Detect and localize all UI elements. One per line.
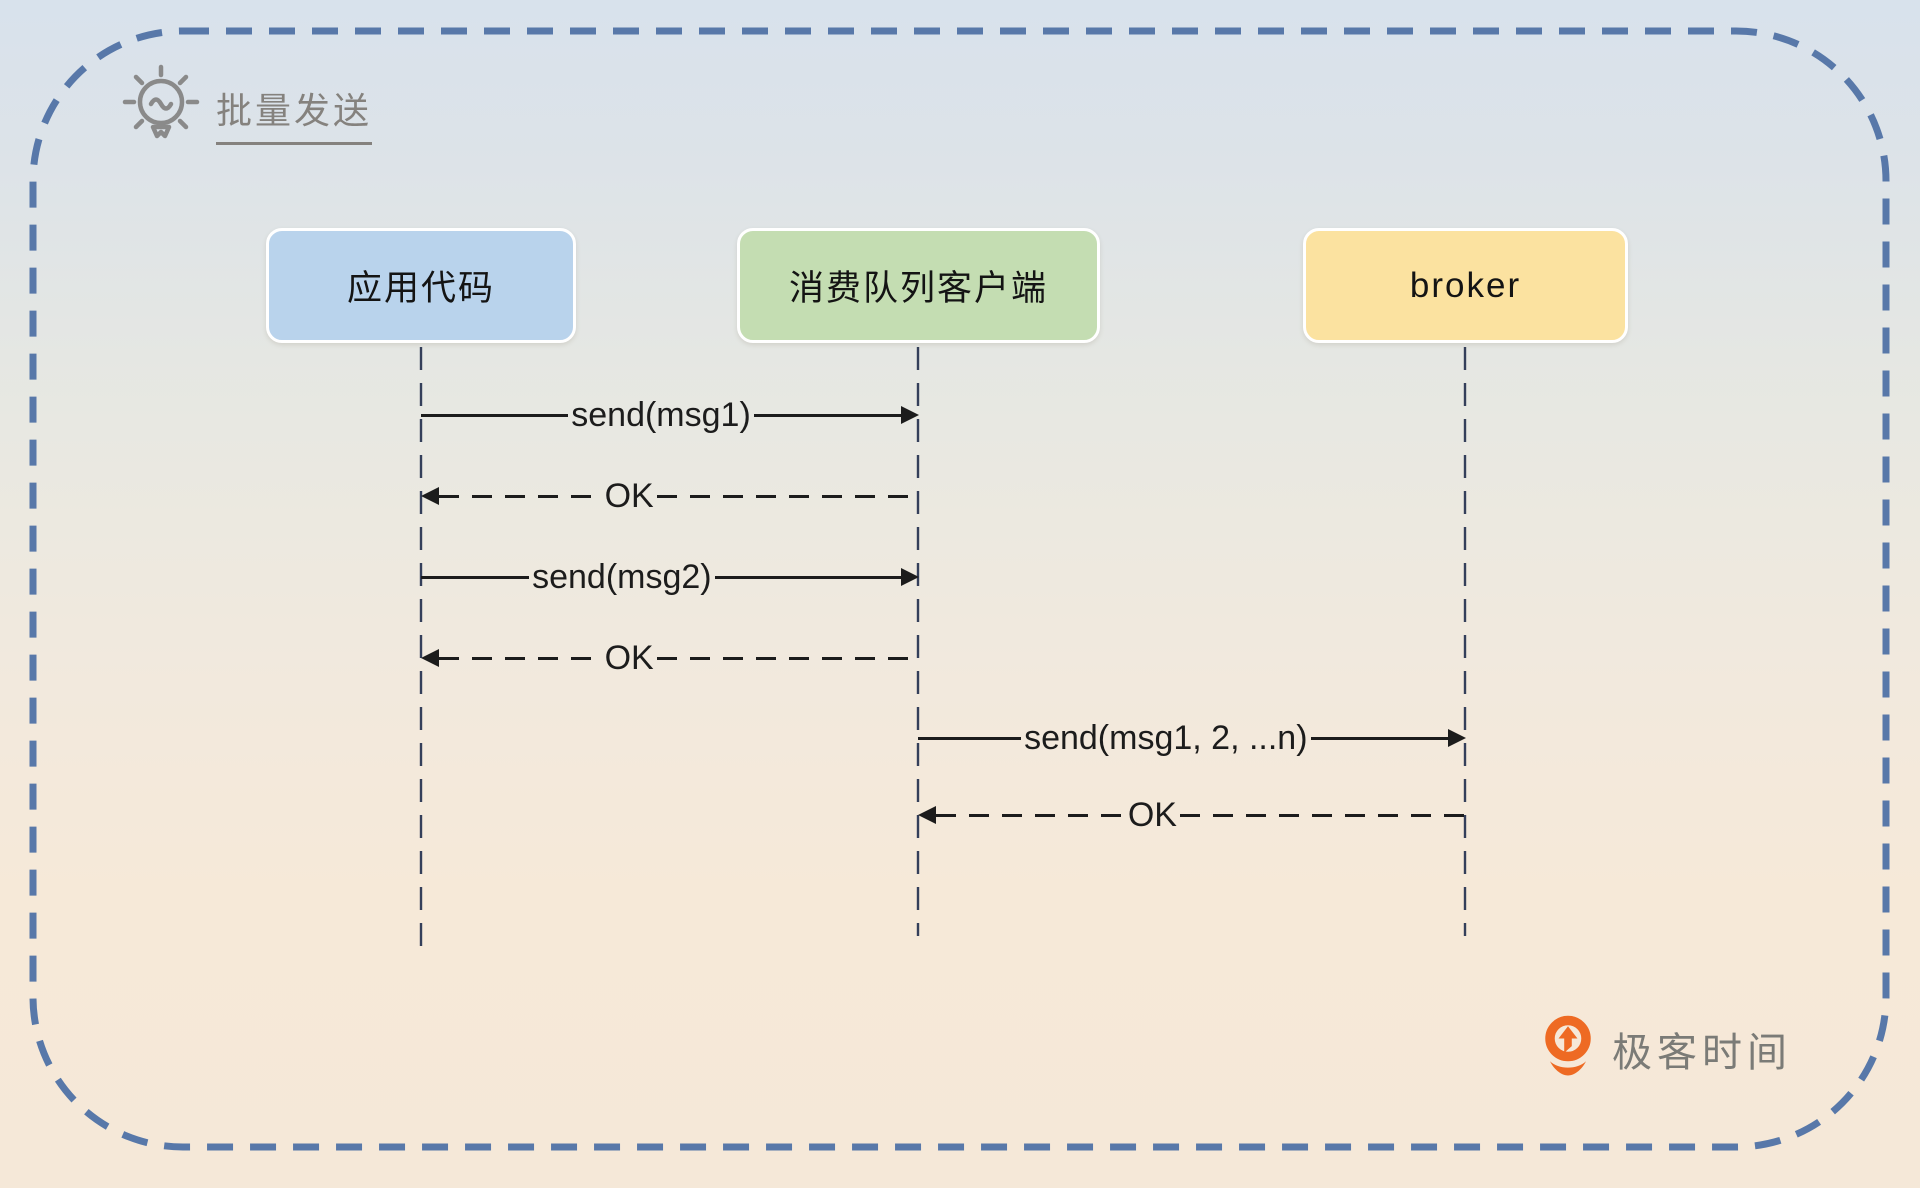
arrowhead-left-icon xyxy=(421,649,439,667)
message-label: send(msg1, 2, ...n) xyxy=(1024,719,1308,757)
message-ok-2: OK xyxy=(421,636,919,680)
message-label: OK xyxy=(1127,796,1177,834)
actor-label-broker: broker xyxy=(1409,265,1522,305)
message-line xyxy=(439,494,602,498)
diagram-title: 批量发送 xyxy=(216,82,373,145)
message-send-msg1: send(msg1) xyxy=(421,393,920,437)
message-line xyxy=(421,575,530,579)
actor-label-app: 应用代码 xyxy=(346,269,495,308)
brand-geektime: 极客时间 xyxy=(1538,1012,1792,1084)
message-label: OK xyxy=(604,477,654,515)
geektime-logo-icon xyxy=(1545,1015,1591,1076)
message-ok-1: OK xyxy=(421,474,919,518)
message-line xyxy=(421,413,569,417)
outer-dashed-border xyxy=(29,27,1890,1151)
message-line xyxy=(656,494,919,498)
message-label: send(msg2) xyxy=(532,558,712,596)
actor-box-client: 消费队列客户端 xyxy=(737,228,1100,343)
message-line xyxy=(656,656,919,660)
message-line xyxy=(439,656,602,660)
message-send-msg2: send(msg2) xyxy=(421,555,919,599)
arrowhead-right-icon xyxy=(901,406,920,424)
message-ok-3: OK xyxy=(918,793,1466,837)
message-send-batch: send(msg1, 2, ...n) xyxy=(918,716,1466,760)
message-line xyxy=(753,413,902,417)
actor-box-app: 应用代码 xyxy=(266,228,576,343)
arrowhead-right-icon xyxy=(1448,729,1466,747)
message-label: send(msg1) xyxy=(571,396,751,434)
message-line xyxy=(714,575,901,579)
message-line xyxy=(1179,813,1466,817)
arrowhead-left-icon xyxy=(918,806,936,824)
arrowhead-right-icon xyxy=(901,568,919,586)
brand-text: 极客时间 xyxy=(1612,1031,1792,1075)
message-line xyxy=(936,813,1125,817)
lightbulb-icon xyxy=(122,64,200,139)
message-line xyxy=(918,736,1022,740)
message-line xyxy=(1310,736,1448,740)
arrowhead-left-icon xyxy=(421,487,439,505)
message-label: OK xyxy=(604,639,654,677)
actor-label-client: 消费队列客户端 xyxy=(788,269,1048,308)
actor-box-broker: broker xyxy=(1303,228,1628,343)
